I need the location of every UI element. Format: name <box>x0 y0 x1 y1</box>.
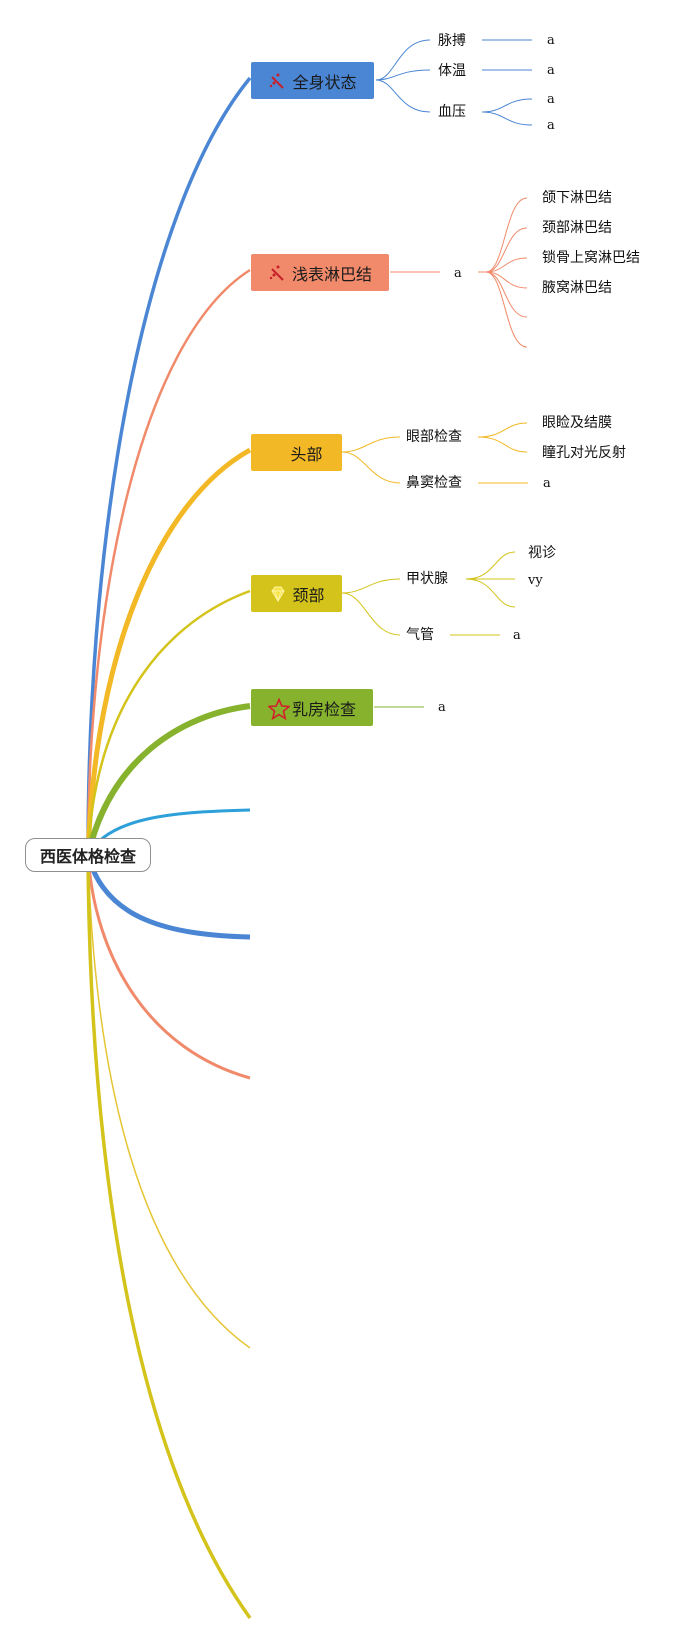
diamond-icon <box>268 584 288 604</box>
leaf-node[interactable]: a <box>547 63 555 78</box>
root-topic[interactable]: 西医体格检查 <box>25 838 151 872</box>
branch-line-8 <box>86 854 251 1080</box>
leaf-axillary[interactable]: 腋窝淋巴结 <box>542 280 612 296</box>
branch-line-1 <box>86 76 252 856</box>
subtopic-trachea[interactable]: 气管 <box>406 627 434 643</box>
topic-neck[interactable]: 颈部 <box>251 575 342 612</box>
subtopic-blood-pressure[interactable]: 血压 <box>438 104 466 120</box>
subtopic-temperature[interactable]: 体温 <box>438 63 466 79</box>
leaf-node[interactable]: a <box>547 33 555 48</box>
topic-general-state[interactable]: 全身状态 <box>251 62 374 99</box>
branch-line-5 <box>85 703 251 856</box>
topic-label: 头部 <box>290 444 323 464</box>
topic-label: 浅表淋巴结 <box>291 264 372 284</box>
topic-breast-exam[interactable]: 乳房检查 <box>251 689 373 726</box>
star-icon <box>266 696 291 720</box>
topic-head[interactable]: 头部 <box>251 434 342 471</box>
topic-superficial-lymph[interactable]: 浅表淋巴结 <box>251 254 389 291</box>
leaf-cervical[interactable]: 颈部淋巴结 <box>542 220 612 236</box>
leaf-node[interactable]: vy <box>528 573 543 588</box>
branch-line-7 <box>85 854 251 940</box>
subtopic-sinus-exam[interactable]: 鼻窦检查 <box>406 475 462 491</box>
leaf-eyelid[interactable]: 眼睑及结膜 <box>542 415 612 431</box>
leaf-node[interactable]: a <box>547 92 555 107</box>
leaf-node[interactable]: a <box>547 118 555 133</box>
wand-icon <box>268 263 288 283</box>
leaf-submandibular[interactable]: 颌下淋巴结 <box>542 190 612 206</box>
leaf-supraclavicular[interactable]: 锁骨上窝淋巴结 <box>542 250 640 266</box>
leaf-node[interactable]: a <box>543 476 551 491</box>
branch-line-2 <box>86 268 251 856</box>
topic-label: 全身状态 <box>292 72 357 92</box>
branch-line-9 <box>87 854 251 1349</box>
leaf-pupil-reflex[interactable]: 瞳孔对光反射 <box>542 445 626 461</box>
subtopic-a[interactable]: a <box>438 700 446 715</box>
subtopic-pulse[interactable]: 脉搏 <box>438 33 466 49</box>
topic-label: 颈部 <box>292 585 325 605</box>
leaf-inspection[interactable]: 视诊 <box>528 545 556 561</box>
subtopic-a[interactable]: a <box>454 266 462 281</box>
branch-line-3 <box>85 447 252 856</box>
leaf-node[interactable]: a <box>513 628 521 643</box>
branch-line-10 <box>86 854 252 1620</box>
topic-label: 乳房检查 <box>291 699 356 719</box>
wand-icon <box>268 71 288 91</box>
subtopic-thyroid[interactable]: 甲状腺 <box>406 571 448 587</box>
branch-line-4 <box>86 589 251 856</box>
subtopic-eye-exam[interactable]: 眼部检查 <box>406 429 462 445</box>
